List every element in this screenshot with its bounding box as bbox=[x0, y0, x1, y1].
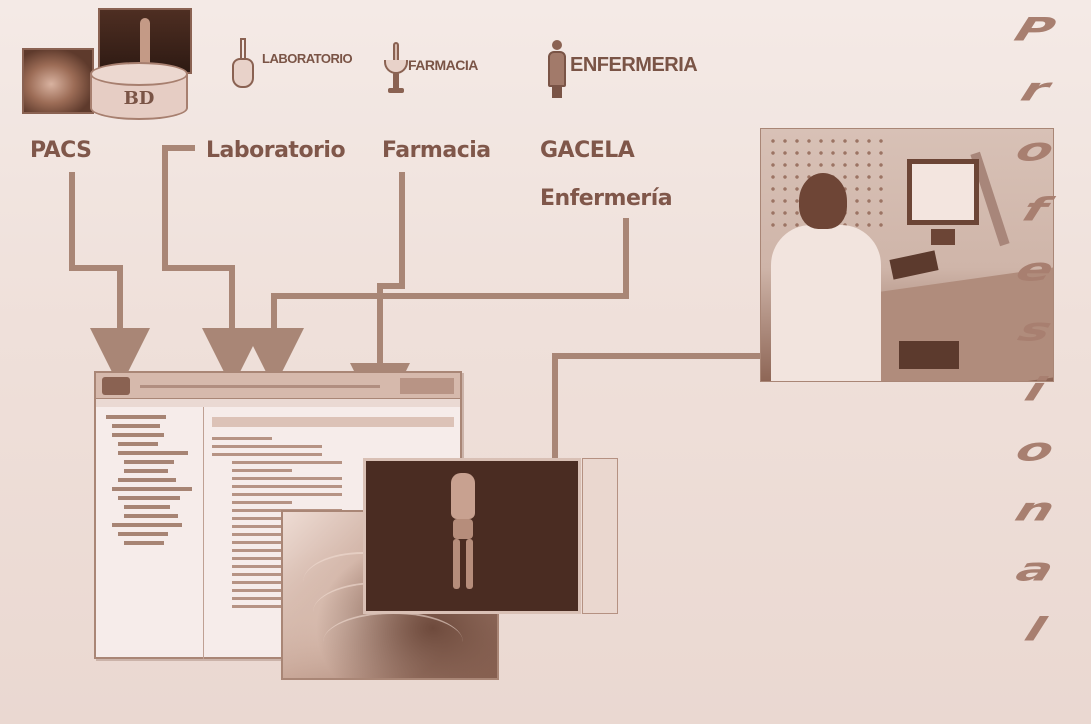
arrow-photo-link bbox=[552, 353, 855, 506]
flask-icon bbox=[232, 38, 254, 88]
arrow-enfermeria bbox=[244, 218, 629, 388]
vertical-letter: r bbox=[1016, 71, 1054, 109]
pharmacy-cup-icon bbox=[384, 42, 408, 94]
laboratorio-logo-text: LABORATORIO bbox=[262, 51, 353, 66]
patient-tree-panel bbox=[96, 407, 204, 659]
vertical-letter: i bbox=[1020, 371, 1050, 409]
label-enfermeria: Enfermería bbox=[540, 186, 673, 211]
label-farmacia: Farmacia bbox=[382, 138, 491, 163]
label-pacs: PACS bbox=[30, 138, 92, 163]
label-gacela: GACELA bbox=[540, 138, 635, 163]
ultrasound-thumbnail bbox=[22, 48, 94, 114]
vertical-letter: f bbox=[1017, 191, 1053, 229]
vertical-letter: o bbox=[1011, 431, 1059, 469]
bd-label: BD bbox=[123, 88, 155, 109]
enfermeria-logo-text: ENFERMERIA bbox=[570, 54, 698, 76]
arrow-farmacia bbox=[350, 172, 410, 423]
label-laboratorio: Laboratorio bbox=[206, 138, 346, 163]
database-cylinder-icon: BD bbox=[90, 62, 188, 120]
vertical-letter: n bbox=[1010, 491, 1060, 529]
vertical-letter: s bbox=[1013, 311, 1057, 349]
arrow-laboratorio bbox=[162, 145, 262, 388]
3d-body-viewer bbox=[363, 458, 618, 614]
nurse-icon bbox=[546, 40, 568, 98]
vertical-letter: l bbox=[1020, 611, 1050, 649]
arrow-pacs bbox=[69, 172, 150, 388]
vertical-letter: o bbox=[1011, 131, 1059, 169]
vertical-letter: a bbox=[1011, 551, 1059, 589]
vertical-letter: P bbox=[1009, 11, 1061, 49]
professional-workstation-photo bbox=[760, 128, 1054, 382]
vertical-letter: e bbox=[1011, 251, 1059, 289]
farmacia-logo-text: FARMACIA bbox=[408, 57, 478, 73]
